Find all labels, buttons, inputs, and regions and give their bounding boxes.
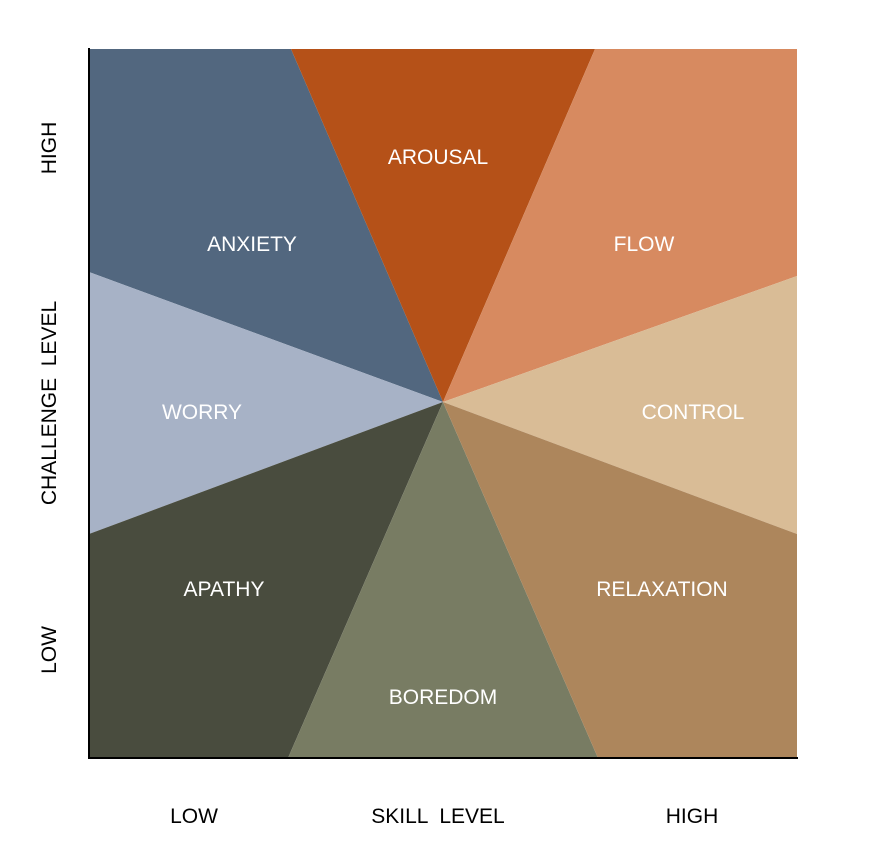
region-worry	[89, 272, 443, 534]
label-anxiety: ANXIETY	[207, 233, 297, 256]
label-flow: FLOW	[614, 233, 675, 256]
label-worry: WORRY	[162, 401, 242, 424]
label-apathy: APATHY	[184, 578, 265, 601]
y-axis-low-label: LOW	[38, 626, 61, 674]
label-relaxation: RELAXATION	[596, 578, 727, 601]
label-control: CONTROL	[642, 401, 745, 424]
x-axis-low-label: LOW	[170, 805, 218, 828]
region-relaxation	[443, 402, 797, 758]
x-axis-high-label: HIGH	[666, 805, 719, 828]
region-flow	[443, 49, 797, 402]
region-boredom	[288, 402, 598, 758]
region-anxiety	[89, 49, 443, 402]
label-boredom: BOREDOM	[389, 686, 498, 709]
x-axis-title: SKILL LEVEL	[371, 805, 504, 828]
label-arousal: AROUSAL	[388, 146, 488, 169]
y-axis-title: CHALLENGE LEVEL	[38, 301, 61, 505]
region-control	[443, 276, 797, 534]
region-apathy	[89, 402, 443, 758]
y-axis-high-label: HIGH	[38, 122, 61, 175]
region-arousal	[291, 49, 595, 402]
